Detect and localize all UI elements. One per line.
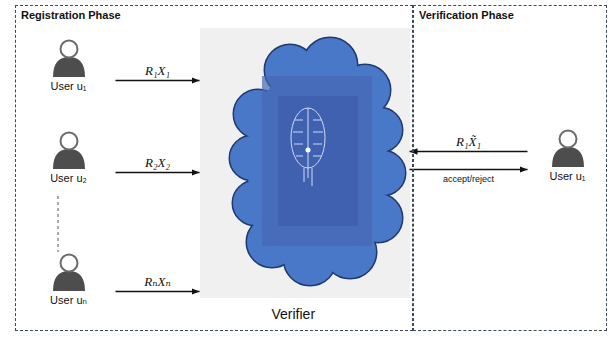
- user-icon: [49, 38, 89, 78]
- user-node: User u₁: [528, 128, 608, 182]
- phase-heading: Verification Phase: [414, 6, 606, 24]
- arrow-connector: [410, 169, 528, 170]
- user-label: User u₁: [528, 170, 608, 182]
- user-node: User u₁: [22, 38, 116, 92]
- edge-label: R₁X̃₁: [454, 135, 483, 149]
- arrow-connector: [116, 172, 200, 173]
- user-label: User u₂: [22, 172, 116, 184]
- phase-heading: Registration Phase: [16, 6, 412, 24]
- verifier-panel: [200, 28, 410, 298]
- edge-label: accept/reject: [441, 174, 496, 185]
- arrow-connector: [116, 291, 200, 292]
- phase-region: Registration PhaseUser u₁ User u₂ User uₙ V…: [15, 5, 413, 331]
- edge-label: R₂X₂: [143, 156, 172, 170]
- ellipsis-line: [58, 196, 59, 252]
- edge-label: RₙXₙ: [142, 275, 172, 289]
- user-node: User uₙ: [22, 252, 116, 307]
- user-node: User u₂: [22, 130, 116, 184]
- arrow-connector: [116, 80, 200, 81]
- user-icon: [548, 128, 588, 168]
- cloud: [230, 38, 405, 285]
- edge-label: R₁X₁: [143, 64, 172, 78]
- phase-region: Verification PhaseUser u₁: [413, 5, 607, 331]
- verifier-label: Verifier: [272, 306, 410, 322]
- user-label: User uₙ: [22, 294, 116, 307]
- user-label: User u₁: [22, 80, 116, 92]
- user-icon: [49, 130, 89, 170]
- arrow-connector: [410, 151, 528, 152]
- user-icon: [49, 252, 89, 292]
- verifier-node: Verifier: [200, 28, 410, 322]
